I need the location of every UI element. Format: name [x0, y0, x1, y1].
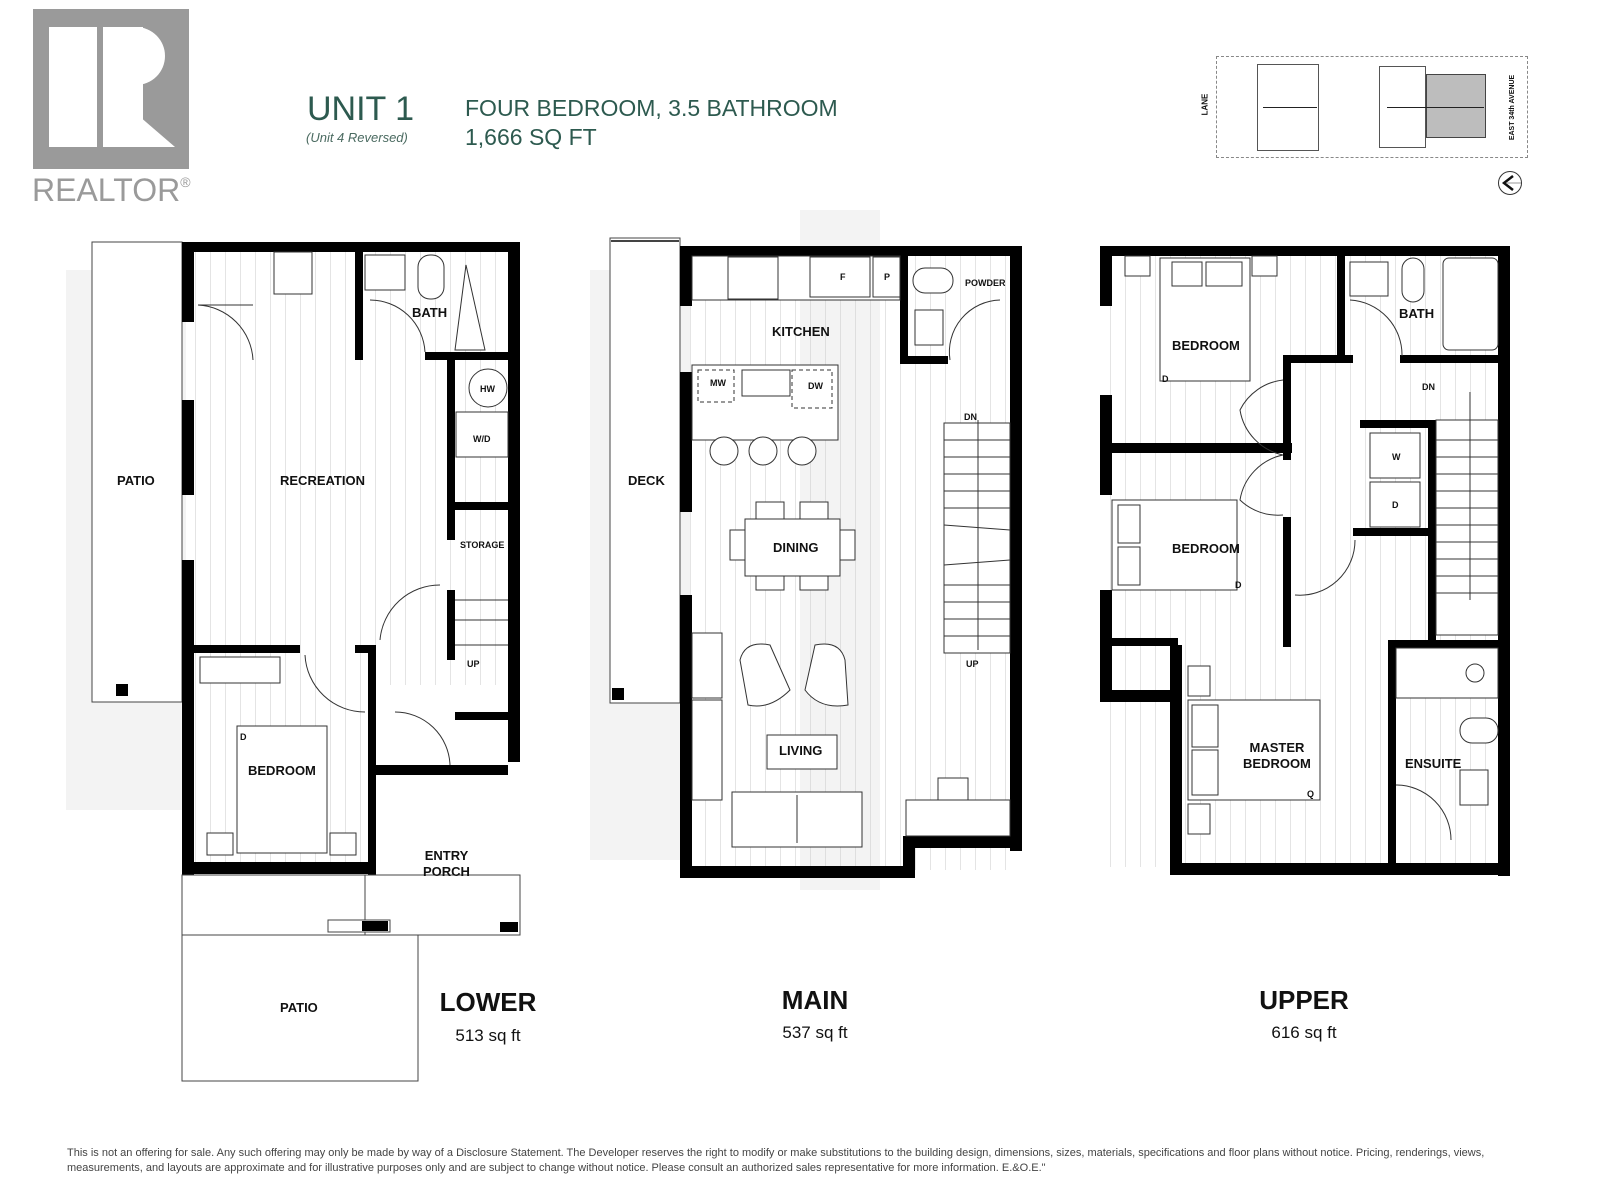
key-plan-building-left [1257, 64, 1319, 151]
bed-double-marker: D [1162, 374, 1169, 384]
stairs-down-label: DN [1422, 382, 1435, 392]
floor-name-upper: UPPER [1259, 985, 1349, 1015]
room-label-dining: DINING [773, 540, 819, 555]
room-label-upper-bedroom-2: BEDROOM [1172, 541, 1240, 556]
unit-area: 1,666 SQ FT [465, 124, 597, 150]
label-pantry: P [884, 272, 891, 282]
room-label-upper-bedroom-1: BEDROOM [1172, 338, 1240, 353]
unit-description: FOUR BEDROOM, 3.5 BATHROOM 1,666 SQ FT [465, 94, 838, 152]
bed-queen-marker: Q [1307, 789, 1315, 799]
realtor-logo-text: REALTOR® [32, 172, 191, 208]
label-microwave: MW [710, 378, 726, 388]
label-hot-water: HW [480, 384, 495, 394]
room-label-living: LIVING [779, 743, 823, 758]
legal-disclaimer: This is not an offering for sale. Any su… [67, 1147, 1485, 1174]
realtor-logo-mark [33, 9, 189, 169]
label-dryer: D [1392, 500, 1399, 510]
key-plan [1216, 56, 1528, 158]
room-label-master-bedroom: MASTER BEDROOM [1243, 740, 1311, 771]
floor-area-main: 537 sq ft [782, 1023, 848, 1042]
room-label-lower-bedroom: BEDROOM [248, 763, 316, 778]
floor-name-lower: LOWER [439, 987, 537, 1017]
north-arrow-icon [1498, 171, 1522, 195]
stairs-up-label: UP [467, 659, 480, 669]
room-label-patio-bottom: PATIO [280, 1000, 318, 1015]
stairs-up-label: UP [966, 659, 979, 669]
bed-double-marker: D [1235, 580, 1242, 590]
label-dishwasher: DW [808, 381, 823, 391]
room-label-entry-porch: ENTRY PORCH [423, 848, 470, 879]
bed-double-marker: D [240, 732, 247, 742]
room-label-storage: STORAGE [460, 540, 505, 550]
stairs-down-label: DN [964, 412, 977, 422]
room-label-lower-bath: BATH [412, 305, 448, 320]
room-label-kitchen: KITCHEN [772, 324, 830, 339]
floor-area-lower: 513 sq ft [455, 1026, 521, 1045]
label-fridge: F [840, 272, 846, 282]
room-label-recreation: RECREATION [280, 473, 365, 488]
floor-area-upper: 616 sq ft [1271, 1023, 1337, 1042]
room-label-ensuite: ENSUITE [1405, 756, 1462, 771]
unit-subtitle: (Unit 4 Reversed) [306, 130, 408, 145]
label-washer: W [1392, 452, 1401, 462]
floor-name-main: MAIN [781, 985, 849, 1015]
label-washer-dryer: W/D [473, 434, 491, 444]
key-plan-unit-highlight [1426, 74, 1486, 138]
room-label-deck: DECK [628, 473, 665, 488]
room-label-patio-side: PATIO [117, 473, 155, 488]
room-label-upper-bath: BATH [1399, 306, 1435, 321]
unit-title: UNIT 1 [307, 90, 415, 128]
unit-type: FOUR BEDROOM, 3.5 BATHROOM [465, 95, 838, 121]
room-label-powder: POWDER [965, 278, 1006, 288]
